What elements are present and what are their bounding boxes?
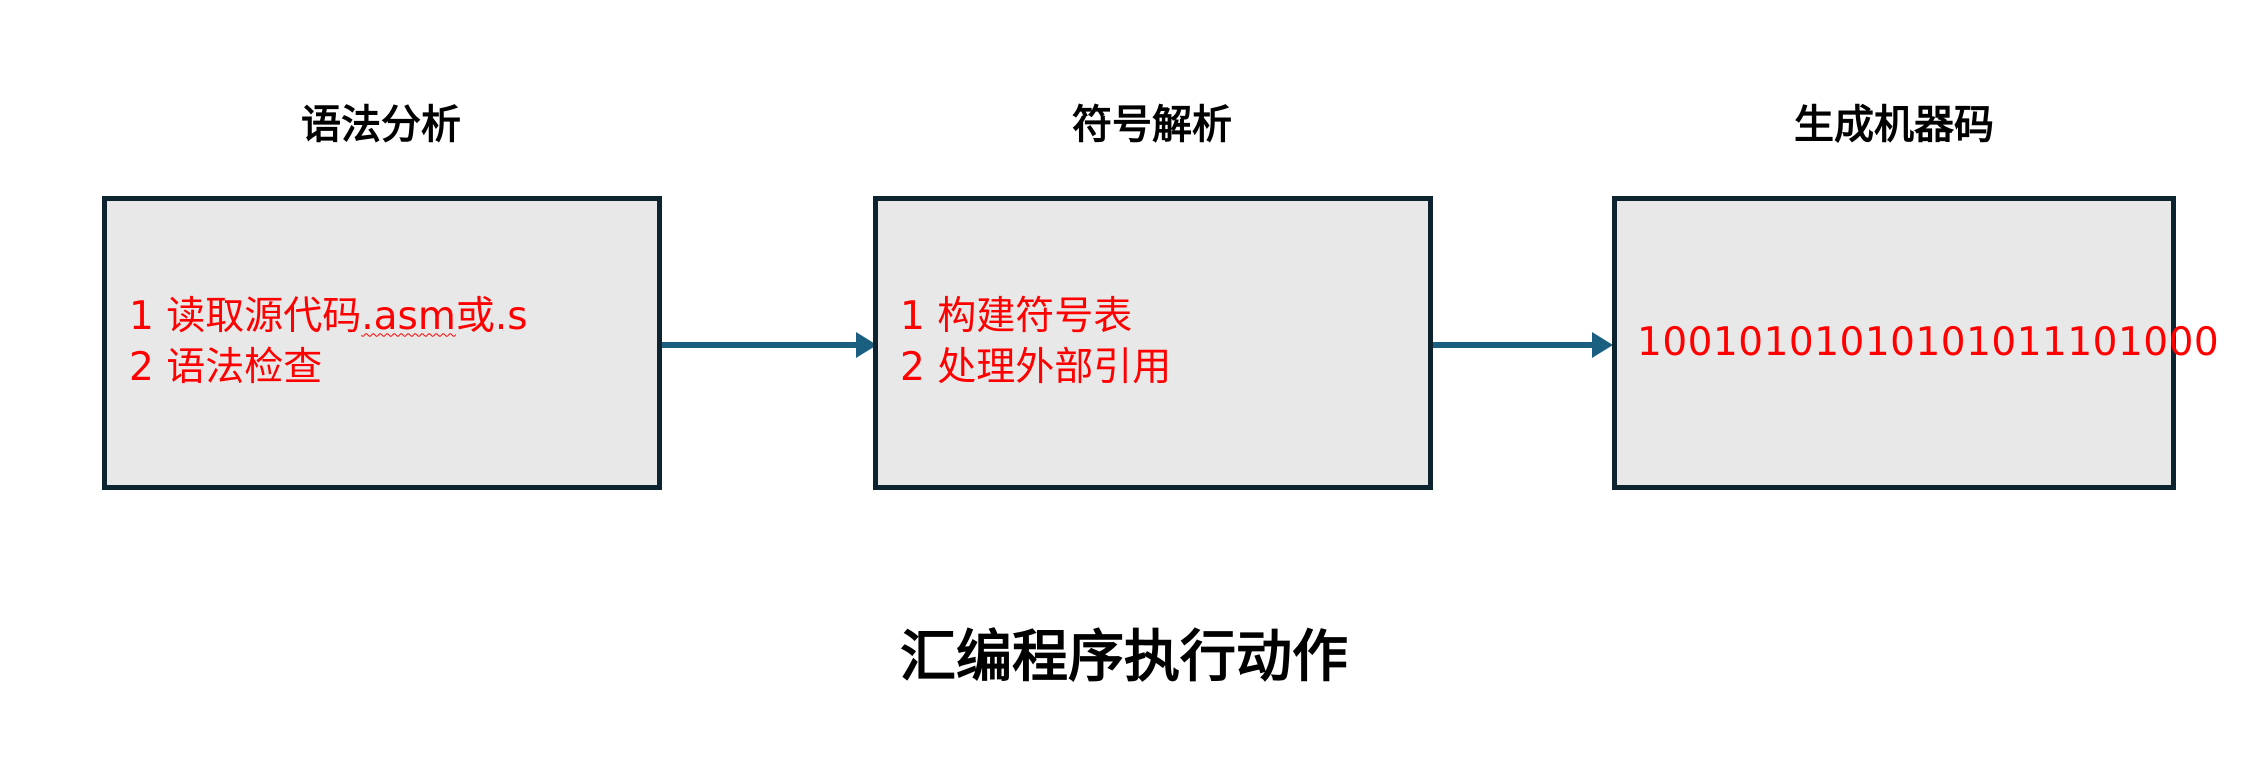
process-box-machine-code-generation-lines: 10010101010101011101000 <box>1617 318 2220 369</box>
process-line-1: 1 读取源代码.asm或.s <box>129 292 657 343</box>
process-line-1: 1 构建符号表 <box>900 294 1133 340</box>
arrow-2-head-icon <box>1592 332 1613 358</box>
process-line-1-prefix: 1 读取源代码 <box>129 294 362 340</box>
diagram-caption: 汇编程序执行动作 <box>900 625 1348 690</box>
stage-title-symbol-resolution: 符号解析 <box>1072 102 1232 148</box>
machine-code-binary-string: 10010101010101011101000 <box>1637 319 2220 365</box>
process-box-symbol-resolution[interactable]: 1 构建符号表 2 处理外部引用 <box>873 196 1433 490</box>
process-box-syntax-analysis-lines: 1 读取源代码.asm或.s 2 语法检查 <box>107 292 657 393</box>
process-line-2: 2 语法检查 <box>129 345 323 390</box>
arrow-2-connector <box>1433 332 1613 358</box>
arrow-1-head-icon <box>856 332 877 358</box>
stage-title-syntax-analysis: 语法分析 <box>301 102 461 148</box>
process-line-1-suffix: 或.s <box>455 294 528 340</box>
process-box-machine-code-generation[interactable]: 10010101010101011101000 <box>1612 196 2220 490</box>
process-box-symbol-resolution-lines: 1 构建符号表 2 处理外部引用 <box>878 292 1428 393</box>
process-line-1-misspelled-token: .asm <box>361 294 456 340</box>
stage-title-machine-code-generation: 生成机器码 <box>1794 102 1994 148</box>
process-line-2: 2 处理外部引用 <box>900 345 1172 390</box>
arrow-1-connector <box>662 332 877 358</box>
process-box-syntax-analysis[interactable]: 1 读取源代码.asm或.s 2 语法检查 <box>102 196 662 490</box>
